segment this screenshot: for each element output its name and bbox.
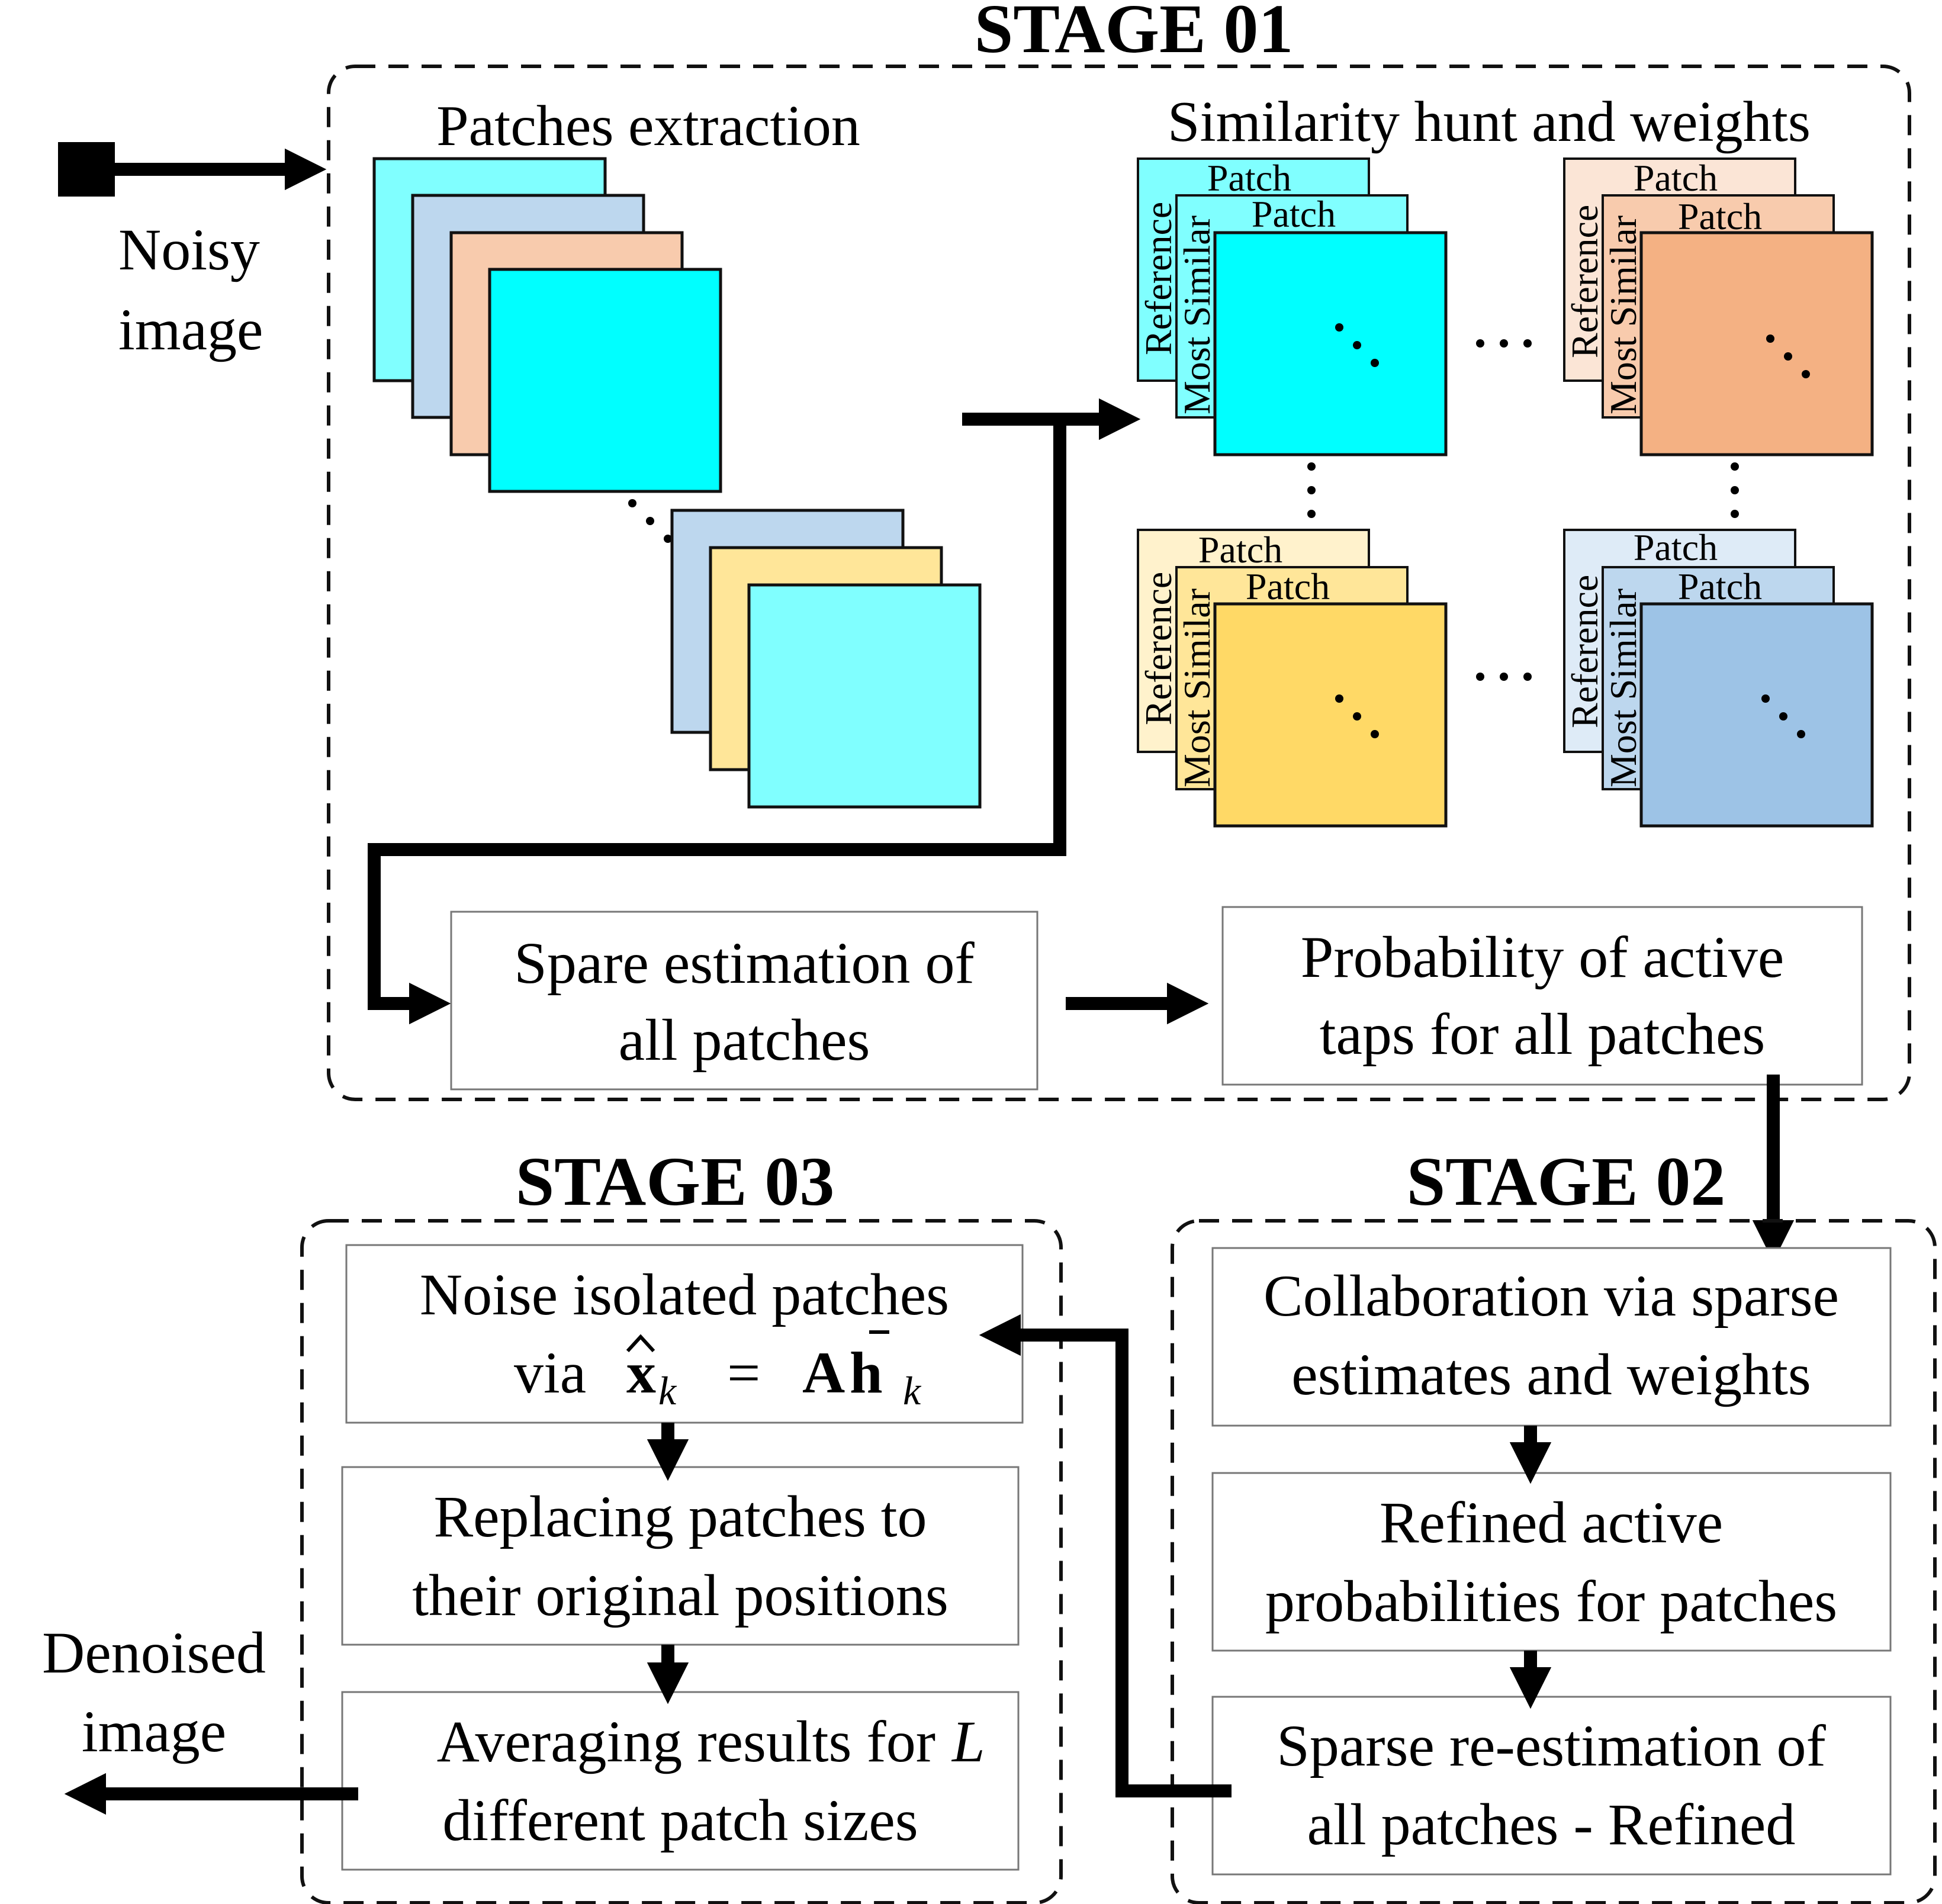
similar-group-bottom-right: Patch Patch Reference Most Similar [1563, 526, 1874, 828]
input-square-icon [58, 142, 115, 197]
patch-square [488, 268, 722, 493]
ellipsis-horizontal [1476, 339, 1532, 348]
patch-label: Patch [1634, 526, 1718, 568]
refined-line2: probabilities for patches [1265, 1568, 1837, 1634]
collaboration-box [1211, 1247, 1892, 1427]
collaboration-line2: estimates and weights [1291, 1342, 1811, 1407]
ellipsis-vertical [1307, 462, 1316, 518]
patches-extraction-title: Patches extraction [436, 94, 860, 158]
arrow-to-sparse-estimation [368, 419, 1066, 1025]
output-label-line1: Denoised [42, 1620, 266, 1686]
patch-square [1639, 231, 1874, 456]
patch-square [1213, 602, 1448, 828]
most-similar-label: Most Similar [1176, 588, 1218, 787]
replacing-line1: Replacing patches to [433, 1484, 927, 1549]
output-label-line2: image [82, 1699, 226, 1764]
most-similar-label: Most Similar [1602, 216, 1644, 414]
patch-label: Patch [1678, 565, 1762, 607]
probability-line1: Probability of active [1301, 924, 1784, 990]
equation: via x k = A h k [514, 1330, 922, 1413]
input-label-line1: Noisy [118, 217, 260, 282]
ellipsis-diagonal [1335, 694, 1379, 738]
equation-via: via [514, 1340, 586, 1406]
probability-box [1221, 906, 1863, 1086]
patch-label: Patch [1207, 157, 1291, 199]
refined-line1: Refined active [1380, 1490, 1723, 1555]
averaging-line2: different patch sizes [442, 1787, 918, 1853]
most-similar-label: Most Similar [1176, 216, 1218, 414]
patch-label: Patch [1252, 193, 1336, 235]
noise-isolated-box [345, 1244, 1024, 1424]
input-label-line2: image [118, 297, 263, 362]
stage01-frame [327, 65, 1911, 1101]
patch-square [1213, 231, 1448, 456]
equation-h: h [850, 1340, 883, 1406]
ellipsis-horizontal [1476, 673, 1532, 681]
reference-label: Reference [1564, 575, 1606, 728]
equation-a: A [802, 1340, 845, 1406]
hat-icon [626, 1334, 655, 1353]
reference-label: Reference [1564, 205, 1606, 358]
ellipsis-diagonal [1335, 323, 1379, 367]
patch-square [747, 583, 982, 809]
patch-label: Patch [1678, 195, 1762, 237]
reestimation-line1: Sparse re-estimation of [1277, 1713, 1826, 1778]
reference-label: Reference [1137, 202, 1179, 355]
ellipsis-diagonal [628, 499, 672, 543]
replacing-patches-box [341, 1466, 1020, 1646]
similar-group-top-left: Patch Patch Reference Most Similar [1137, 157, 1448, 456]
patch-label: Patch [1634, 157, 1718, 199]
equation-subscript: k [658, 1368, 677, 1413]
ellipsis-diagonal [1766, 335, 1810, 378]
patch-stack-2 [670, 509, 982, 809]
reference-label: Reference [1137, 572, 1179, 725]
ellipsis-diagonal [1761, 694, 1805, 738]
refined-probabilities-box [1211, 1472, 1892, 1652]
ellipsis-vertical [1731, 462, 1739, 518]
stage01-title: STAGE 01 [975, 0, 1294, 67]
stage02-frame [1171, 1219, 1937, 1904]
collaboration-line1: Collaboration via sparse [1263, 1263, 1839, 1329]
stage03-frame [300, 1219, 1063, 1904]
patch-label: Patch [1198, 529, 1282, 571]
patch-stack-1 [372, 157, 722, 493]
equation-subscript: k [903, 1368, 922, 1413]
sparse-estimation-box [450, 911, 1038, 1091]
most-similar-label: Most Similar [1602, 588, 1644, 787]
arrow-reestimation-to-noise-isolated [979, 1314, 1232, 1797]
similar-group-top-right: Patch Patch Reference Most Similar [1563, 157, 1874, 456]
noise-isolated-line1: Noise isolated patches [420, 1262, 949, 1327]
sparse-estimation-line2: all patches [619, 1007, 870, 1073]
averaging-l: L [951, 1709, 985, 1774]
stage02-title: STAGE 02 [1407, 1143, 1726, 1220]
patch-square [1639, 602, 1874, 828]
replacing-line2: their original positions [412, 1562, 948, 1628]
averaging-box [341, 1691, 1020, 1871]
equation-equals: = [727, 1340, 760, 1406]
similar-group-bottom-left: Patch Patch Reference Most Similar [1137, 529, 1448, 828]
reestimation-line2: all patches - Refined [1307, 1792, 1796, 1857]
patch-label: Patch [1246, 565, 1330, 607]
averaging-line1: Averaging results for [437, 1709, 935, 1774]
stage03-title: STAGE 03 [516, 1143, 835, 1220]
sparse-reestimation-box [1211, 1696, 1892, 1876]
sparse-estimation-line1: Spare estimation of [514, 930, 975, 996]
probability-line2: taps for all patches [1320, 1001, 1766, 1067]
similarity-hunt-title: Similarity hunt and weights [1168, 90, 1811, 154]
